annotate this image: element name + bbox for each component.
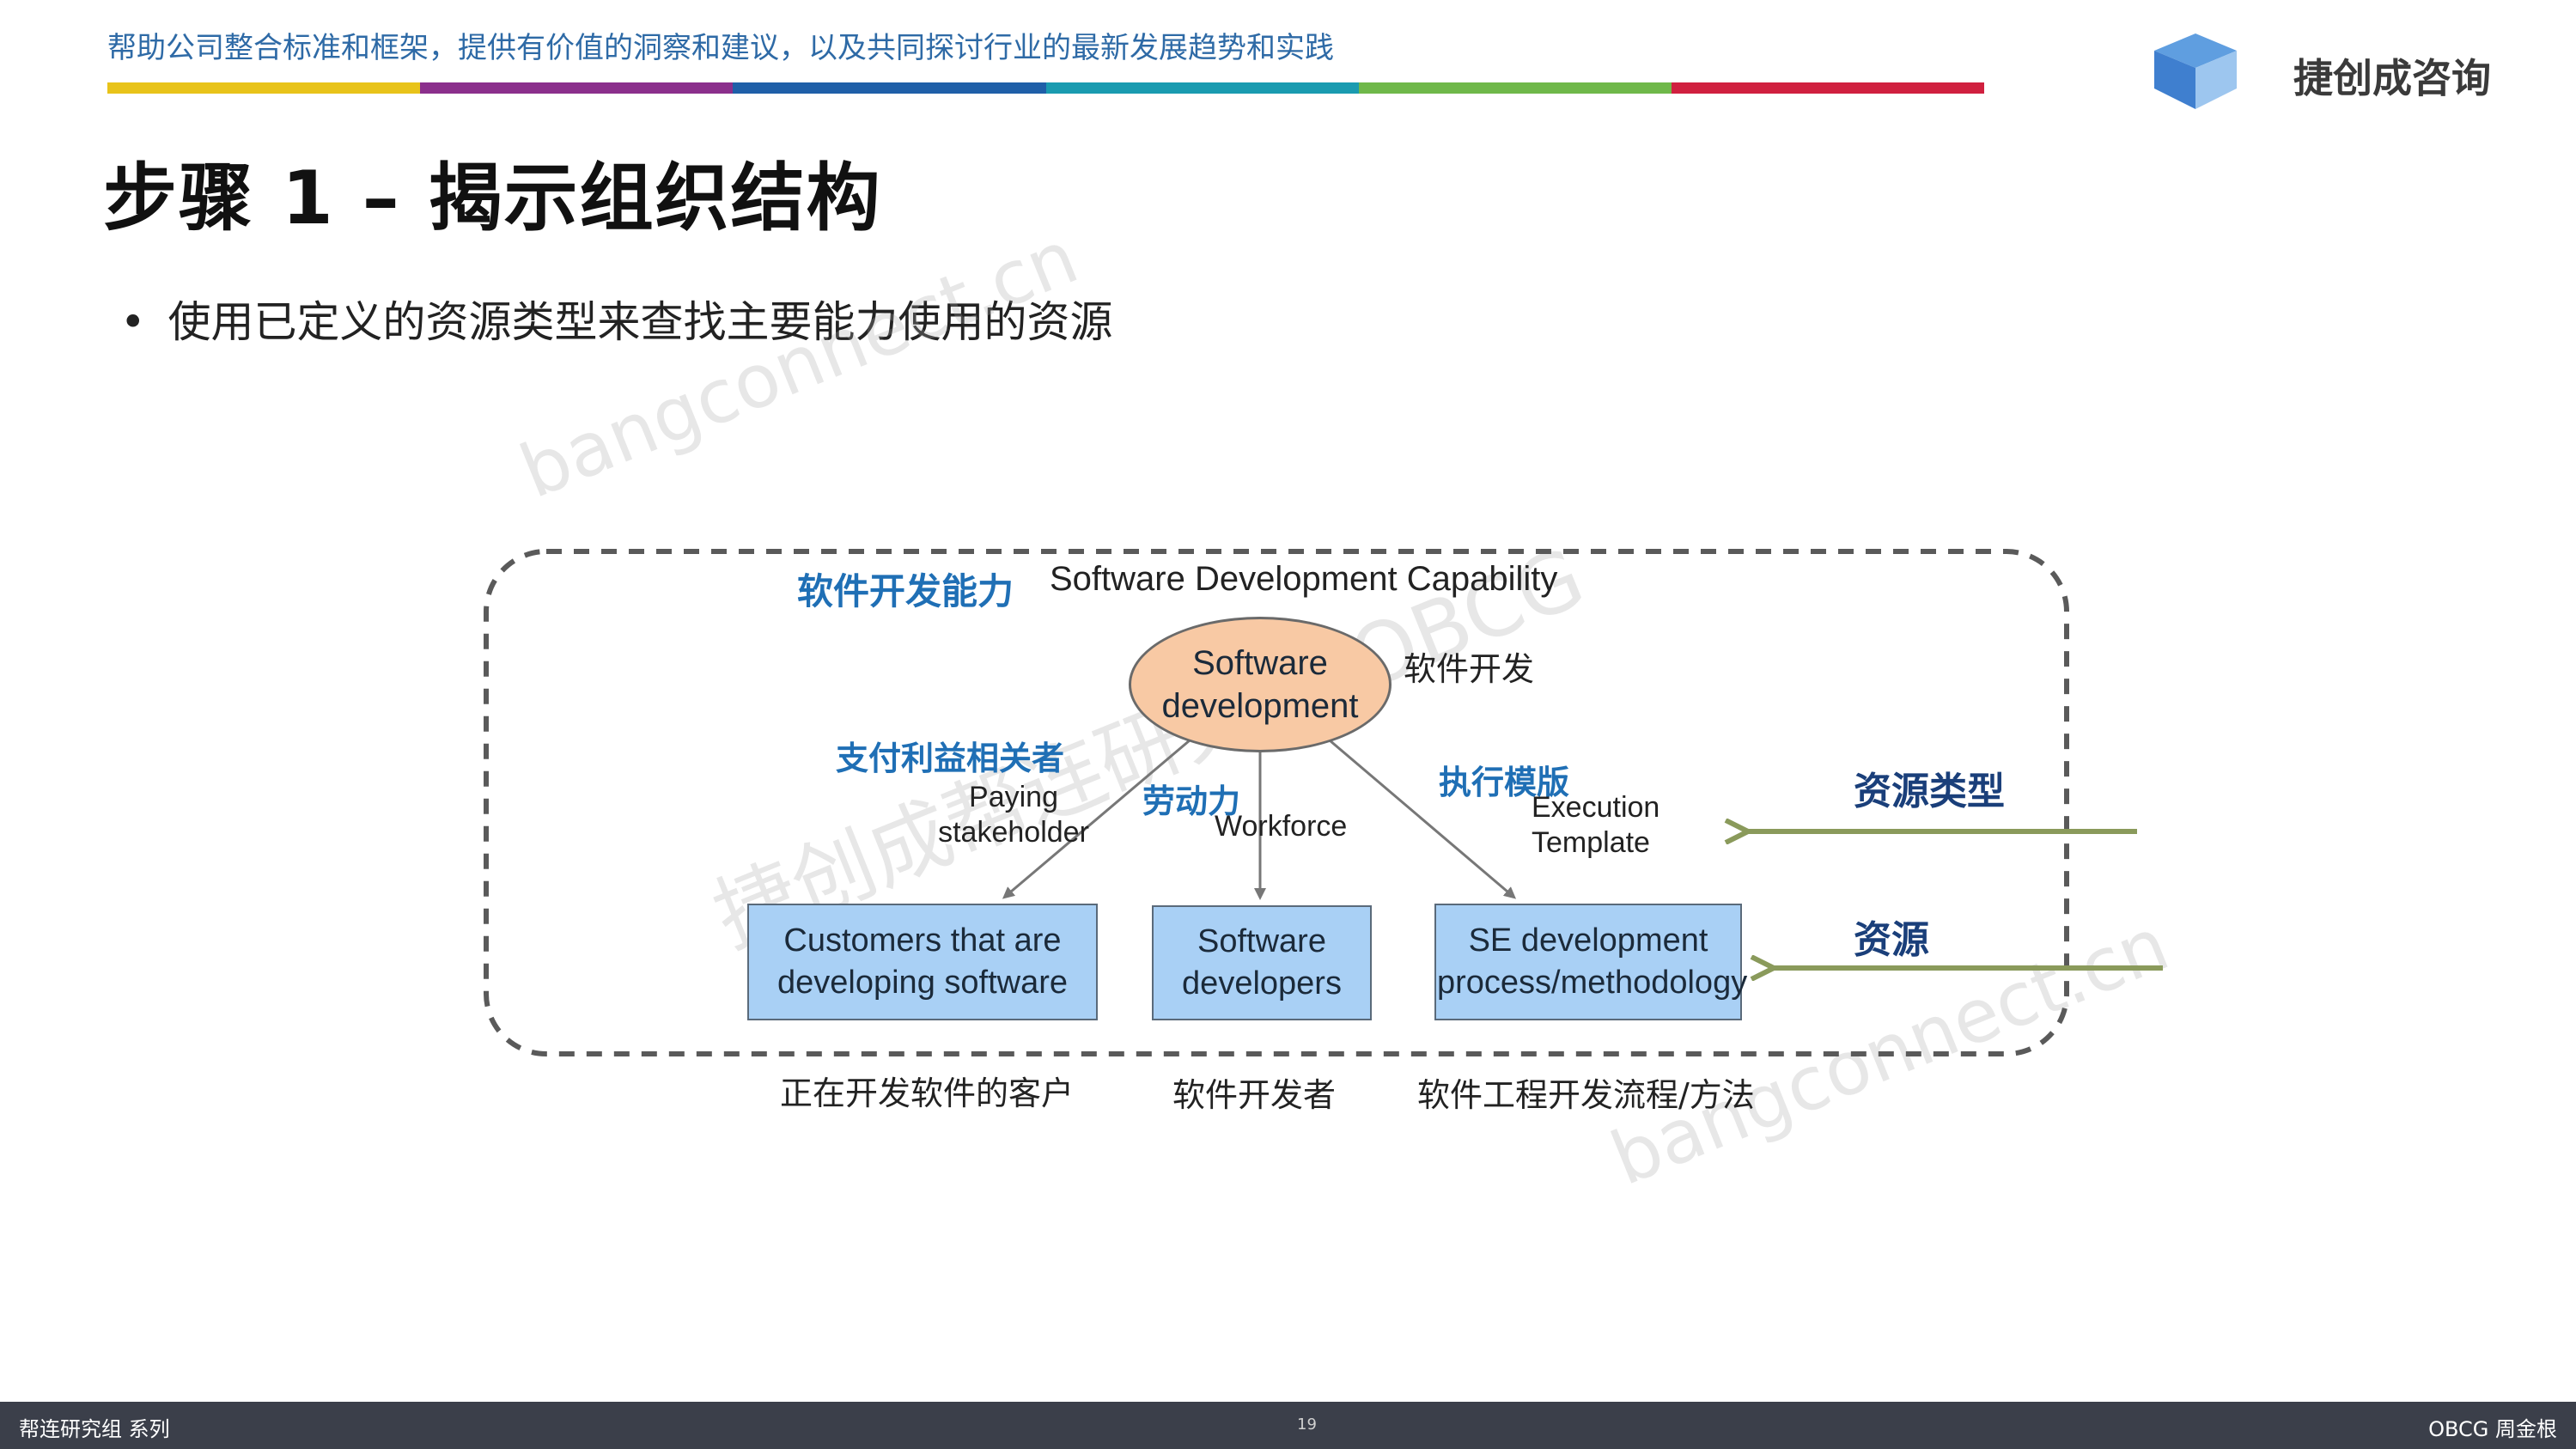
footer-author: OBCG 周金根 [2428,1417,2557,1441]
footer-bar [0,1402,2576,1449]
header-color-bar [107,82,1985,94]
relation-execution-template-en: Execution Template [1532,791,1660,859]
arrow-paying-stakeholder [1002,739,1191,899]
relation-workforce-cn: 劳动力 [1142,782,1241,820]
color-segment-red [1671,82,1985,94]
bullet-point: • 使用已定义的资源类型来查找主要能力使用的资源 [120,288,1113,350]
color-segment-blue [733,82,1046,94]
resource-customers-cn: 正在开发软件的客户 [780,1075,1075,1112]
color-segment-purple [420,82,734,94]
resource-box-customers: Customers that are developing software [747,904,1098,1020]
arrow-execution-template [1329,739,1517,899]
node-software-development: Software development [1129,617,1392,752]
resource-box-process-label: SE development process/methodology [1437,922,1748,1001]
brand-name: 捷创成咨询 [2293,55,2491,101]
resource-box-developers: Software developers [1152,905,1372,1020]
resource-type-label: 资源类型 [1854,770,2005,813]
relation-workforce-en: Workforce [1215,810,1348,843]
footer-series: 帮连研究组 系列 [19,1417,170,1441]
relation-execution-template-cn: 执行模版 [1439,764,1570,801]
node-software-development-label: Software development [1161,644,1359,725]
color-segment-green [1358,82,1672,94]
resource-label: 资源 [1854,918,1929,962]
resource-process-cn: 软件工程开发流程/方法 [1417,1076,1755,1114]
capability-label-cn: 软件开发能力 [797,570,1014,612]
header-tagline: 帮助公司整合标准和框架，提供有价值的洞察和建议，以及共同探讨行业的最新发展趋势和… [107,31,1334,65]
capability-label-en: Software Development Capability [1050,560,1558,598]
color-segment-yellow [107,82,421,94]
resource-box-customers-label: Customers that are developing software [777,922,1068,1001]
relation-paying-stakeholder-en: Paying stakeholder [938,781,1089,849]
color-segment-teal [1045,82,1359,94]
resource-developers-cn: 软件开发者 [1172,1076,1337,1114]
center-label-cn: 软件开发 [1404,650,1535,688]
relation-paying-stakeholder-cn: 支付利益相关者 [836,740,1065,777]
resource-box-process: SE development process/methodology [1434,904,1748,1020]
resource-box-developers-label: Software developers [1182,922,1342,1002]
page-number: 19 [1297,1416,1317,1434]
page-title: 步骤 1 – 揭示组织结构 [103,155,882,241]
brand-cube-logo [2154,33,2237,109]
bullet-text: 使用已定义的资源类型来查找主要能力使用的资源 [167,297,1113,347]
bullet-dot: • [120,297,146,347]
capability-boundary [484,549,2069,1056]
